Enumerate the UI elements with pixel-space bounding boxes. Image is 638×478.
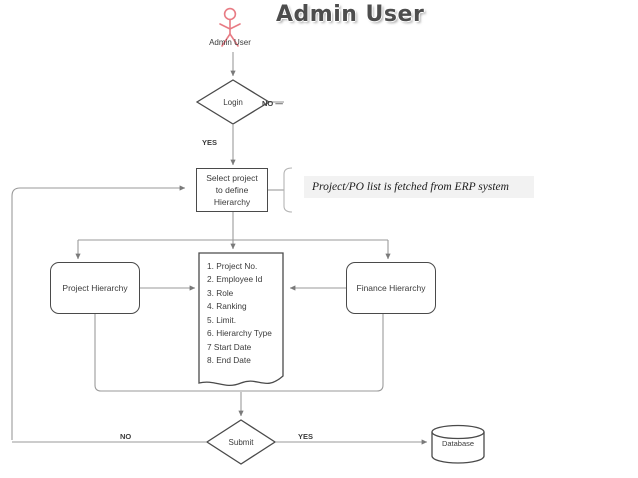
diamond-shape	[206, 419, 276, 465]
list-item: 5. Limit.	[207, 314, 237, 325]
annotation-note-text: Project/PO list is fetched from ERP syst…	[312, 181, 509, 193]
list-item: 8. End Date	[207, 355, 251, 366]
edge-label-submit-no: NO	[120, 432, 132, 441]
submit-decision-label: Submit	[228, 437, 254, 447]
actor-stick-figure-icon	[219, 7, 241, 47]
diamond-shape	[196, 79, 270, 125]
hierarchy-fields-document: 1. Project No. 2. Employee Id 3. Role 4.…	[198, 252, 284, 392]
project-hierarchy-box[interactable]: Project Hierarchy	[50, 262, 140, 314]
submit-decision[interactable]: Submit	[206, 419, 276, 465]
annotation-note: Project/PO list is fetched from ERP syst…	[304, 176, 534, 198]
finance-hierarchy-label: Finance Hierarchy	[356, 282, 426, 293]
annotation-bracket	[283, 167, 293, 213]
hierarchy-fields-list: 1. Project No. 2. Employee Id 3. Role 4.…	[207, 260, 278, 368]
edge-finance-down	[233, 314, 384, 392]
edge-label-login-yes: YES	[202, 138, 218, 147]
edge-label-login-no: NO —	[262, 99, 283, 108]
edge-loop-left-to-select	[11, 185, 186, 440]
select-project-line-1: Select project	[206, 172, 258, 183]
page-title: Admin User	[276, 2, 425, 27]
database-cylinder-icon	[431, 424, 485, 464]
list-item: 7 Start Date	[207, 341, 252, 352]
select-project-line-2: to define	[215, 184, 249, 195]
database-label: Database	[441, 439, 475, 448]
project-hierarchy-label: Project Hierarchy	[62, 282, 128, 293]
login-decision[interactable]: Login	[196, 79, 270, 125]
database-node[interactable]: Database	[430, 424, 486, 464]
admin-user-actor	[208, 6, 252, 54]
select-project-box[interactable]: Select project to define Hierarchy	[196, 168, 268, 212]
finance-hierarchy-box[interactable]: Finance Hierarchy	[346, 262, 436, 314]
edge-project-down	[94, 314, 233, 392]
list-item: 1. Project No.	[207, 261, 258, 271]
list-item: 2. Employee Id	[207, 274, 263, 285]
select-project-line-3: Hierarchy	[213, 197, 251, 208]
edge-label-submit-yes: YES	[298, 432, 314, 441]
list-item: 4. Ranking	[207, 301, 247, 312]
list-item: 6. Hierarchy Type	[207, 328, 272, 339]
login-decision-label: Login	[223, 97, 243, 107]
list-item: 3. Role	[207, 287, 234, 298]
document-shape	[198, 252, 284, 387]
actor-label: Admin User	[209, 38, 251, 47]
